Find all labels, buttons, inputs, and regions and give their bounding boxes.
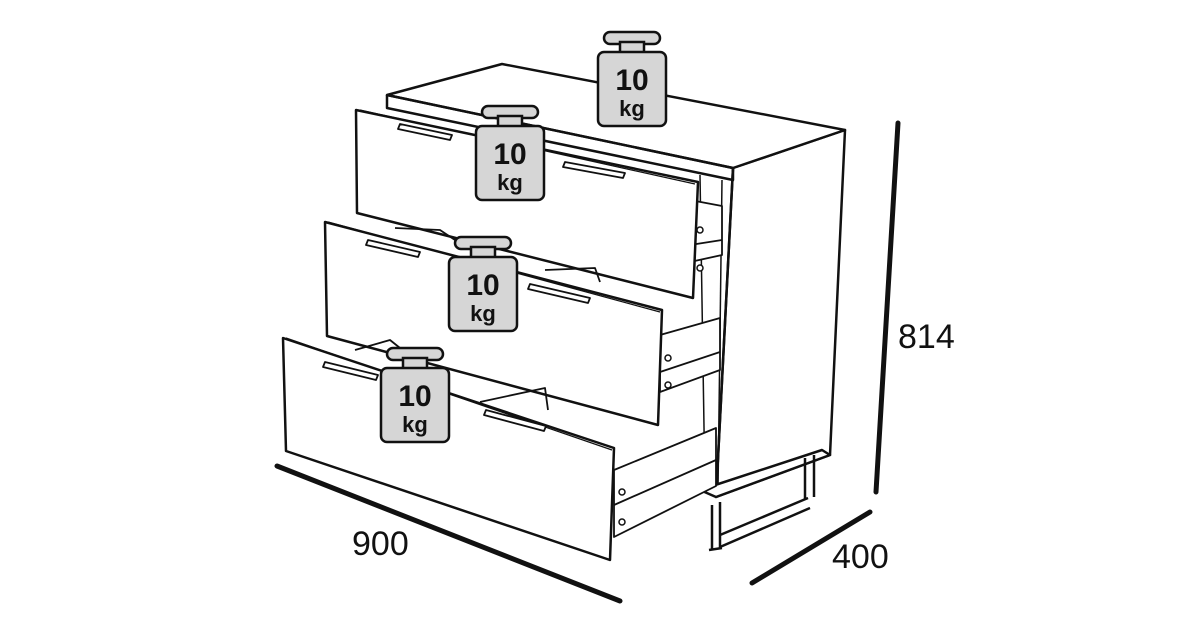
weight-unit: kg <box>470 301 496 326</box>
drawer-2-handle-right <box>527 283 591 304</box>
cabinet <box>385 62 847 499</box>
drawer-1-handle-left <box>397 123 453 141</box>
weight-unit: kg <box>619 96 645 121</box>
height-dimension-line <box>873 120 901 495</box>
drawer-3-handle-left <box>322 361 379 381</box>
weight-value: 10 <box>493 138 526 171</box>
drawer-3-handle-right <box>483 409 547 432</box>
weight-value: 10 <box>466 269 499 302</box>
depth-dimension-line <box>749 509 873 586</box>
cabinet-plinth <box>698 448 832 499</box>
drawer-3 <box>281 336 717 562</box>
depth-label: 400 <box>832 538 889 576</box>
dimension-lines <box>274 120 901 604</box>
drawer-1-handle-right <box>562 161 626 179</box>
drawer-2-handle-left <box>365 239 421 258</box>
drawer-1 <box>354 108 723 300</box>
weight-value: 10 <box>615 64 648 97</box>
weight-unit: kg <box>402 412 428 437</box>
width-dimension-line <box>274 463 623 604</box>
weight-value: 10 <box>398 380 431 413</box>
width-label: 900 <box>352 525 409 563</box>
weight-unit: kg <box>497 170 523 195</box>
metal-leg-frame <box>708 455 816 552</box>
cabinet-side-panel <box>714 128 847 499</box>
height-label: 814 <box>898 318 955 356</box>
drawer-3-front <box>281 336 616 562</box>
drawer-1-front <box>354 108 700 300</box>
